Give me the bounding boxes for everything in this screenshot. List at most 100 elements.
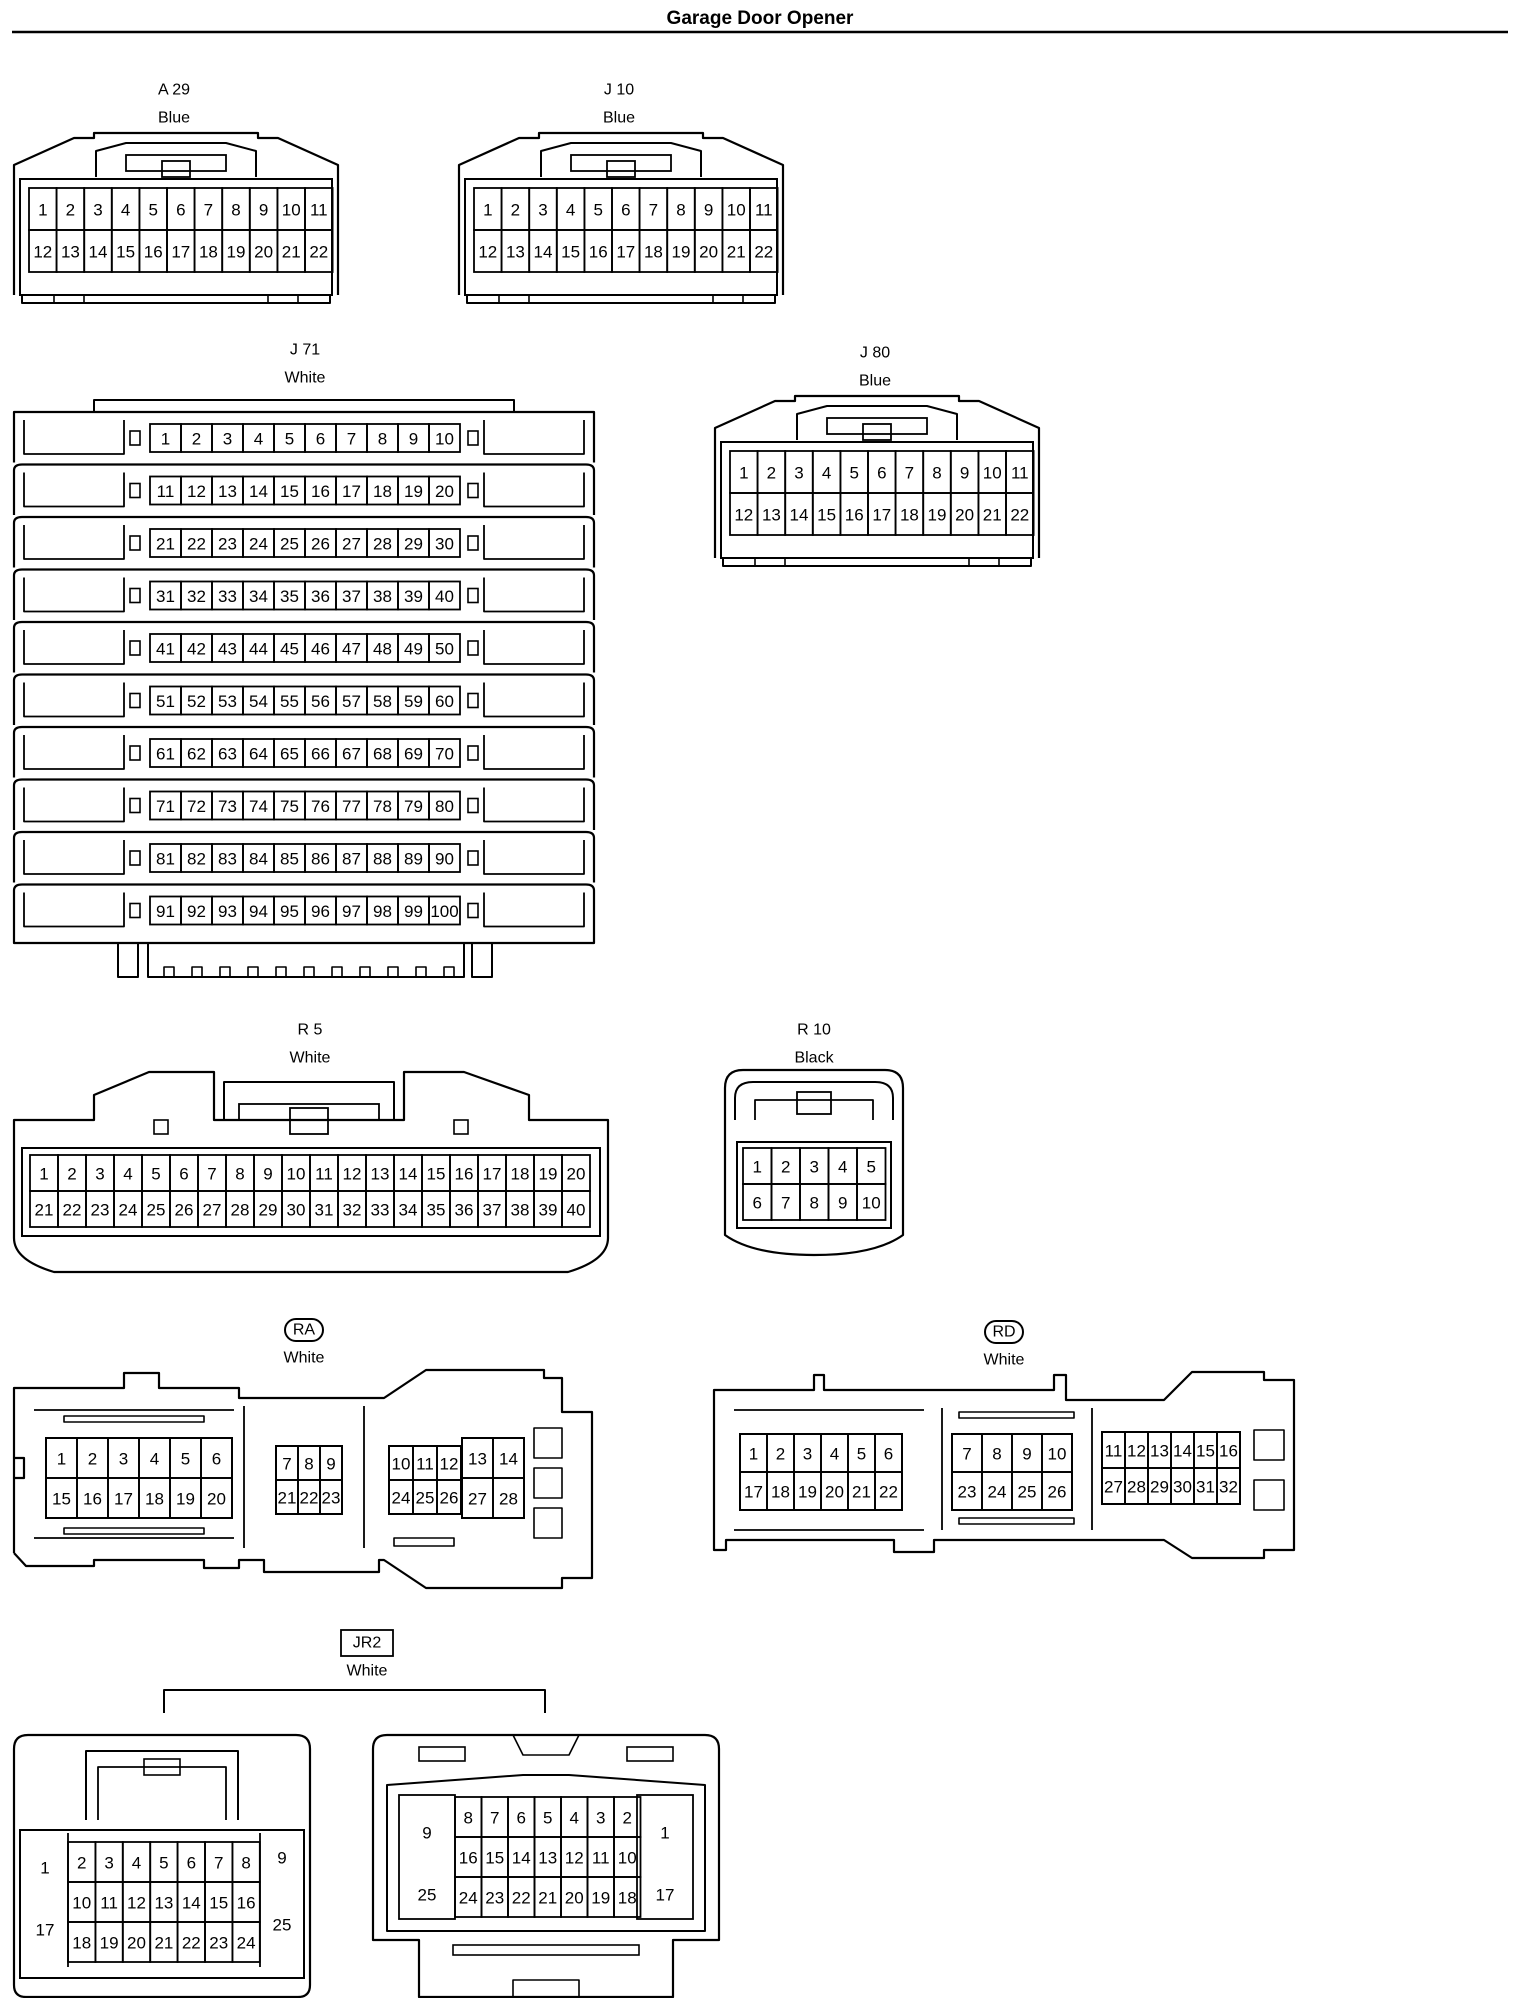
pin-number: 29 bbox=[1150, 1478, 1169, 1497]
pin-number: 5 bbox=[857, 1445, 866, 1464]
pin-number: 57 bbox=[342, 692, 361, 711]
row-lock-right bbox=[467, 430, 479, 446]
pin-number: 2 bbox=[767, 464, 776, 483]
pin-cavity bbox=[613, 1876, 642, 1918]
pin-number: 94 bbox=[249, 902, 268, 921]
pin-number: 37 bbox=[342, 587, 361, 606]
pin-number: 3 bbox=[95, 1165, 104, 1184]
connector-code: JR2 bbox=[353, 1635, 382, 1652]
pin-cavity bbox=[428, 580, 461, 611]
pin-number: 38 bbox=[511, 1201, 530, 1220]
pin-number: 14 bbox=[534, 243, 553, 262]
connector-foot bbox=[722, 558, 1032, 567]
pin-number: 14 bbox=[249, 482, 268, 501]
row-lock-right bbox=[467, 587, 479, 604]
connector-code-box bbox=[340, 1629, 394, 1657]
latch bbox=[826, 417, 928, 435]
latch-tab bbox=[796, 1091, 832, 1115]
pin-number: 10 bbox=[727, 201, 746, 220]
pin-number: 12 bbox=[33, 243, 52, 262]
pin-number: 9 bbox=[422, 1824, 431, 1843]
latch bbox=[125, 154, 227, 172]
pin-number: 2 bbox=[192, 430, 201, 449]
pin-number: 20 bbox=[825, 1483, 844, 1502]
pin-number: 6 bbox=[877, 464, 886, 483]
pin-number: 8 bbox=[992, 1445, 1001, 1464]
rail-notch bbox=[359, 966, 371, 977]
pin-number: 25 bbox=[273, 1916, 292, 1935]
pin-number: 23 bbox=[218, 535, 237, 554]
pin-number: 28 bbox=[373, 535, 392, 554]
pin-number: 22 bbox=[300, 1489, 319, 1508]
pin-number: 3 bbox=[119, 1450, 128, 1469]
pin-number: 15 bbox=[52, 1490, 71, 1509]
pin-number: 44 bbox=[249, 640, 268, 659]
pin-number: 30 bbox=[287, 1201, 306, 1220]
pin-number: 2 bbox=[781, 1158, 790, 1177]
pin-number: 32 bbox=[1219, 1478, 1238, 1497]
pin-number: 14 bbox=[89, 243, 108, 262]
row-side-right bbox=[483, 420, 585, 455]
pin-number: 29 bbox=[404, 535, 423, 554]
pin-number: 70 bbox=[435, 745, 454, 764]
pin-number: 25 bbox=[418, 1886, 437, 1905]
pin-number: 14 bbox=[499, 1450, 518, 1469]
row-side-left bbox=[23, 892, 125, 928]
latch-tab bbox=[143, 1758, 181, 1776]
pin-number: 5 bbox=[593, 201, 602, 220]
pin-cavity bbox=[749, 229, 779, 273]
pin-number: 16 bbox=[455, 1165, 474, 1184]
pin-number: 17 bbox=[114, 1490, 133, 1509]
pin-cavity bbox=[200, 1477, 233, 1519]
pin-number: 10 bbox=[618, 1849, 637, 1868]
pin-number: 9 bbox=[704, 201, 713, 220]
latch bbox=[570, 154, 672, 172]
rail-notch bbox=[219, 966, 231, 977]
pin-number: 10 bbox=[435, 430, 454, 449]
pin-field bbox=[19, 1829, 305, 1979]
row-lock-left bbox=[129, 902, 141, 919]
row-side-left bbox=[23, 577, 125, 613]
row-lock-right bbox=[467, 482, 479, 499]
connector-color: Blue bbox=[603, 110, 635, 127]
pin-number: 20 bbox=[127, 1934, 146, 1953]
pin-number: 17 bbox=[616, 243, 635, 262]
pin-number: 10 bbox=[1048, 1445, 1067, 1464]
row-side-right bbox=[483, 630, 585, 665]
row-side-left bbox=[23, 682, 125, 718]
foot-notch bbox=[53, 294, 85, 304]
pin-number: 22 bbox=[754, 243, 773, 262]
pin-number: 10 bbox=[287, 1165, 306, 1184]
pin-number: 20 bbox=[435, 482, 454, 501]
pin-number: 5 bbox=[867, 1158, 876, 1177]
pin-number: 17 bbox=[744, 1483, 763, 1502]
pin-number: 26 bbox=[175, 1201, 194, 1220]
pin-number: 48 bbox=[373, 640, 392, 659]
pin-number: 32 bbox=[187, 587, 206, 606]
housing-detail bbox=[63, 1527, 205, 1535]
pin-number: 5 bbox=[849, 464, 858, 483]
row-housing bbox=[12, 410, 596, 463]
pin-number: 49 bbox=[404, 640, 423, 659]
pin-number: 19 bbox=[928, 506, 947, 525]
row-housing bbox=[12, 568, 596, 620]
pin-number: 52 bbox=[187, 692, 206, 711]
connector-housing bbox=[713, 394, 1041, 558]
latch-tab bbox=[161, 160, 191, 178]
pin-cavity bbox=[1041, 1471, 1073, 1511]
pin-number: 56 bbox=[311, 692, 330, 711]
housing-detail bbox=[1253, 1479, 1285, 1511]
pin-number: 31 bbox=[1196, 1478, 1215, 1497]
pin-number: 5 bbox=[148, 201, 157, 220]
latch bbox=[238, 1103, 380, 1121]
pin-number: 1 bbox=[483, 201, 492, 220]
pin-number: 18 bbox=[644, 243, 663, 262]
row-side-left bbox=[23, 420, 125, 455]
pin-number: 25 bbox=[280, 535, 299, 554]
pin-number: 9 bbox=[838, 1194, 847, 1213]
pin-number: 69 bbox=[404, 745, 423, 764]
pin-number: 96 bbox=[311, 902, 330, 921]
